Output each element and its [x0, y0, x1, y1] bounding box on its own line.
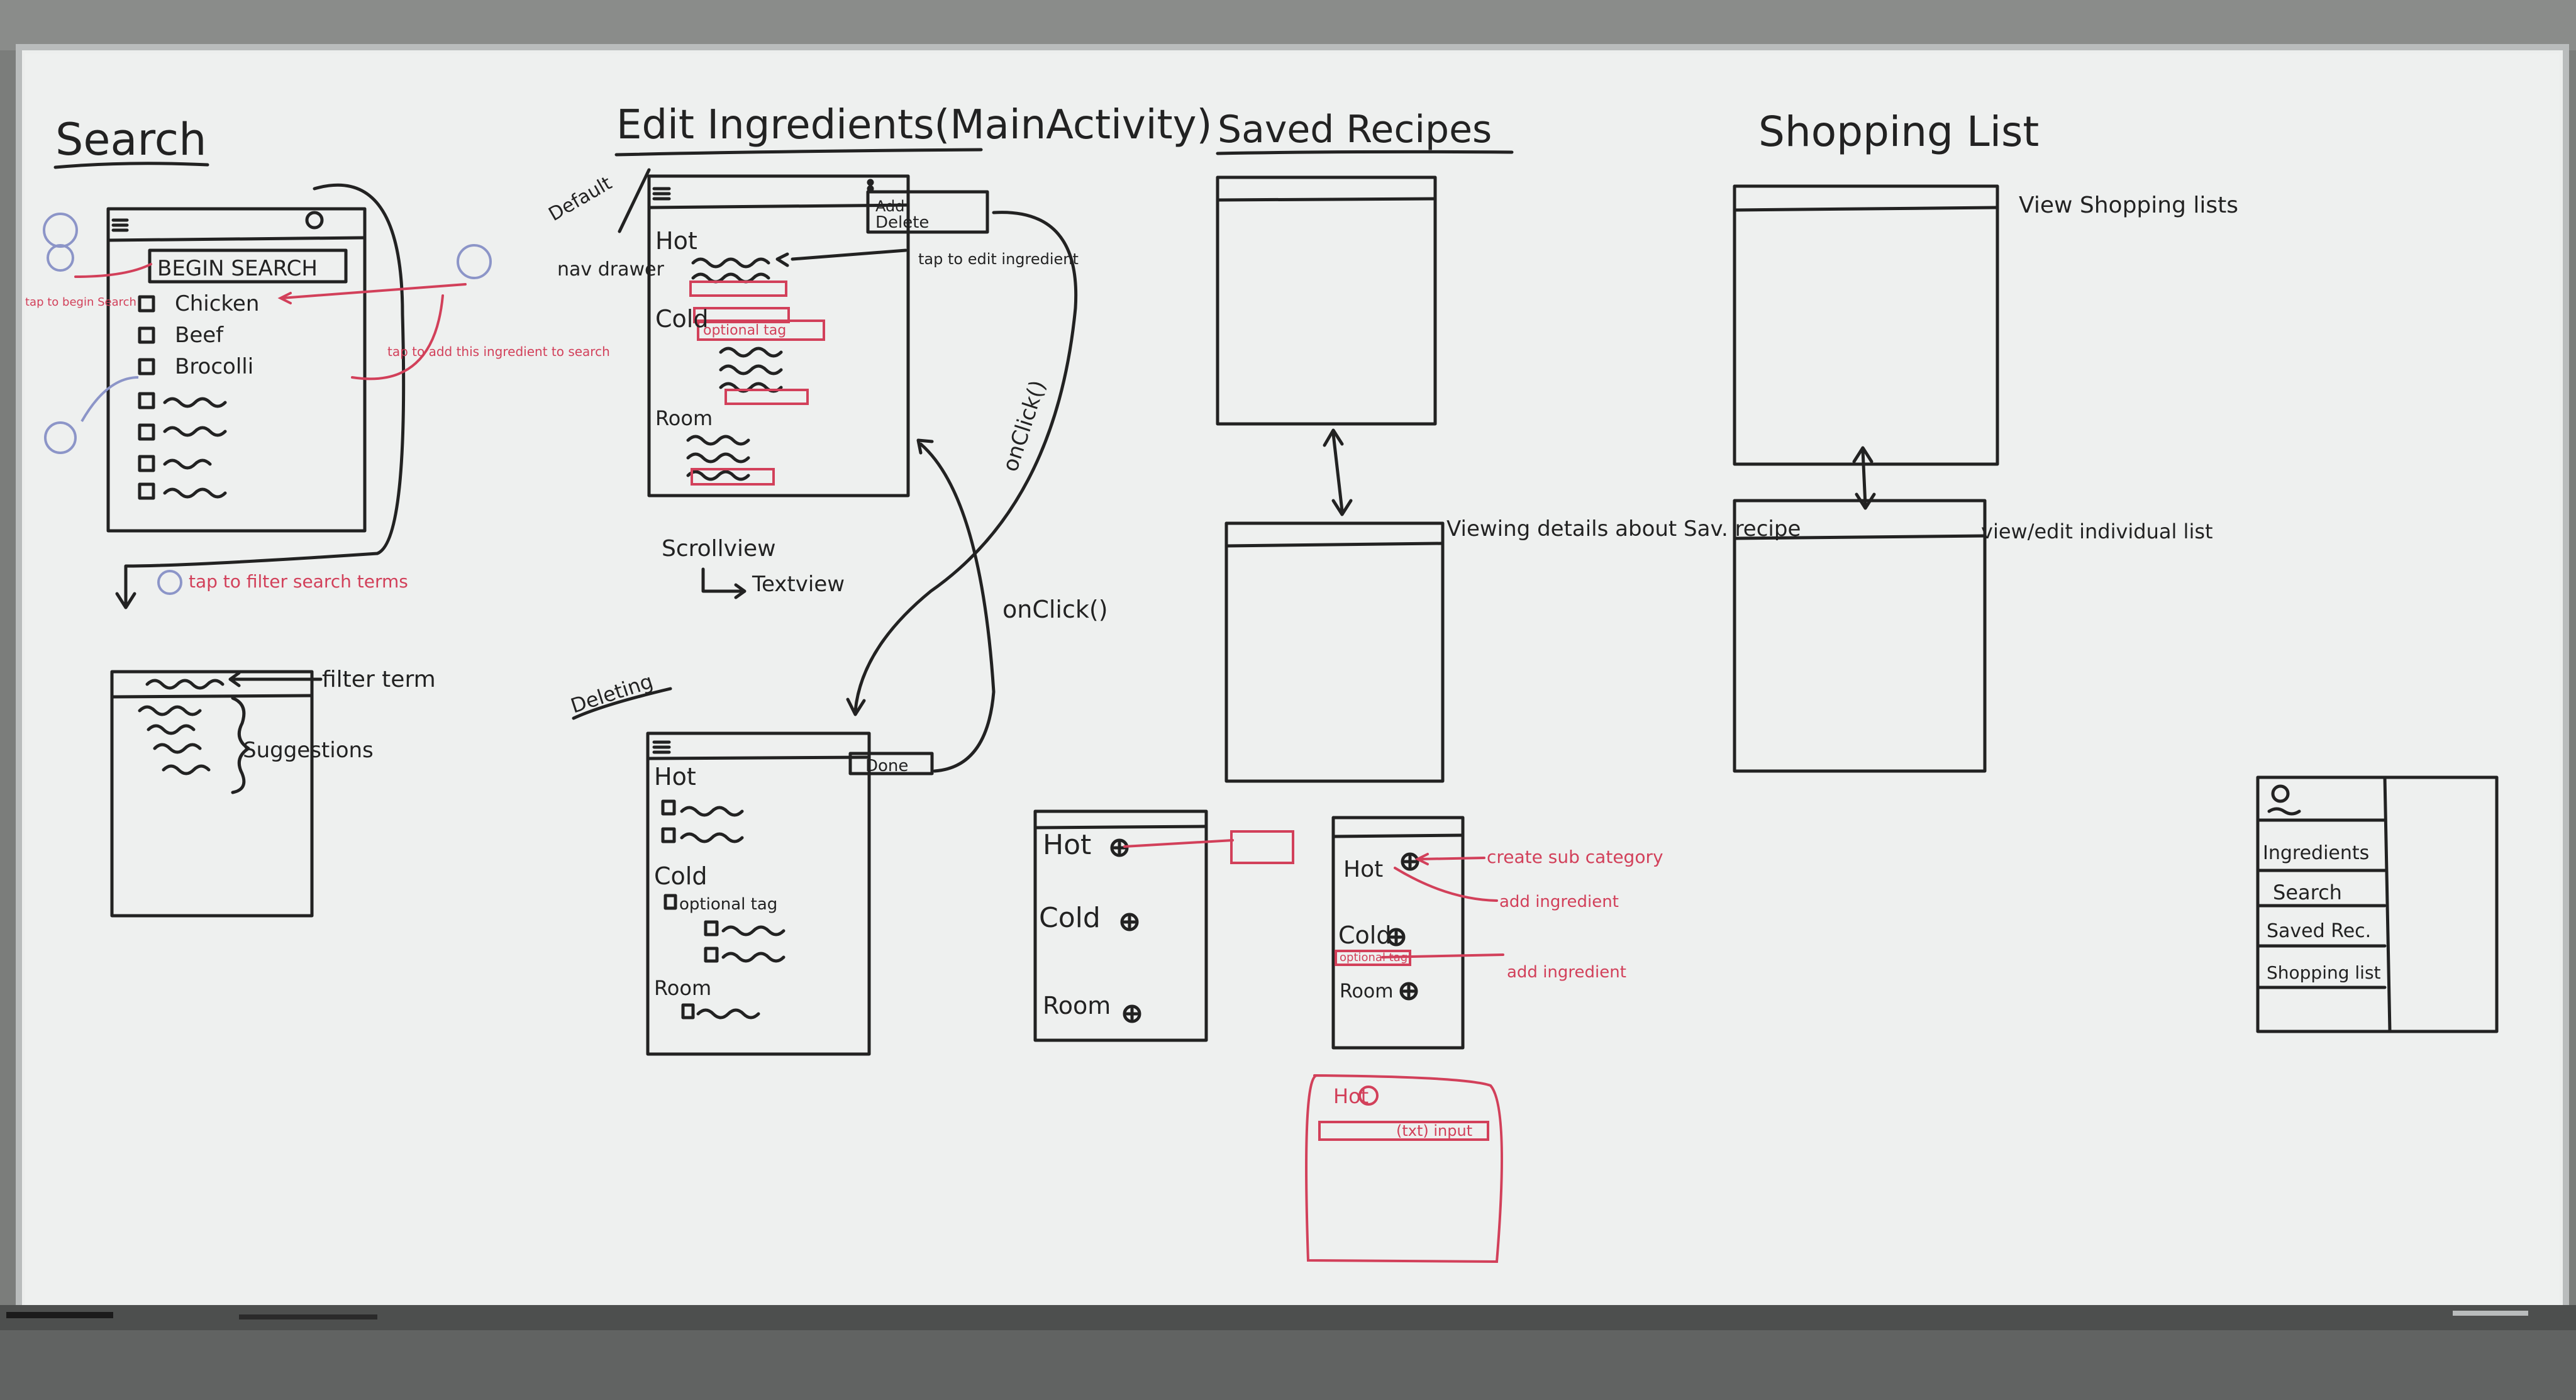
saved-detail-phone — [1224, 521, 1445, 783]
title-shopping-list: Shopping List — [1758, 108, 2039, 156]
category-phone-2 — [1331, 816, 1465, 1050]
done-button — [848, 752, 934, 775]
shopping-lists-phone — [1733, 184, 1999, 466]
textview-label: Textview — [752, 572, 845, 597]
add-delete-menu — [866, 190, 989, 234]
deleting-optional-tag: optional tag — [679, 895, 777, 914]
annotation-filter-term: filter term — [322, 667, 436, 692]
category-cold-1: Cold — [1039, 902, 1101, 934]
add-menu-label: Add — [875, 197, 904, 215]
scrollview-label: Scrollview — [662, 536, 776, 562]
drawer-item-search: Search — [2273, 881, 2342, 904]
edit-category-room: Room — [655, 406, 713, 430]
shopping-detail-phone — [1733, 499, 1987, 773]
add-ingredient-label-1: add ingredient — [1499, 892, 1619, 911]
edit-optional-tag: optional tag — [703, 323, 786, 338]
edit-category-hot: Hot — [655, 227, 697, 255]
begin-search-label: BEGIN SEARCH — [157, 256, 318, 281]
marker-tray — [0, 1305, 2576, 1330]
title-search: Search — [55, 114, 207, 165]
category-optional-tag: optional tag — [1340, 951, 1407, 964]
category-hot-2: Hot — [1343, 857, 1383, 882]
filter-phone-frame — [110, 670, 314, 918]
popup-hot-label: Hot — [1333, 1084, 1368, 1108]
deleting-category-hot: Hot — [654, 763, 696, 791]
annotation-suggestions: Suggestions — [243, 738, 374, 763]
search-phone-frame — [106, 207, 367, 533]
deleting-category-cold: Cold — [654, 862, 707, 890]
category-phone-1 — [1033, 809, 1208, 1042]
create-sub-category-label: create sub category — [1487, 847, 1663, 867]
edit-phone-frame — [647, 174, 910, 497]
search-ingredient-2: Beef — [175, 323, 224, 348]
delete-menu-label: Delete — [875, 213, 929, 232]
search-ingredient-1: Chicken — [175, 291, 259, 316]
onclick-label-2: onClick() — [1002, 596, 1108, 623]
annotation-tap-add: tap to add this ingredient to search — [387, 344, 610, 359]
view-edit-label: view/edit individual list — [1981, 519, 2213, 543]
popup-text-input-label: (txt) input — [1396, 1122, 1472, 1140]
category-room-1: Room — [1043, 992, 1111, 1019]
done-label: Done — [865, 757, 908, 775]
viewing-details-label: Viewing details about Sav. recipe — [1446, 516, 1801, 542]
annotation-tap-filter: tap to filter search terms — [189, 571, 408, 592]
deleting-category-room: Room — [654, 976, 711, 1000]
annotation-tap-begin: tap to begin Search — [25, 296, 136, 309]
add-ingredient-label-2: add ingredient — [1507, 963, 1626, 982]
deleting-phone-frame — [646, 731, 871, 1056]
title-saved-recipes: Saved Recipes — [1218, 108, 1492, 152]
category-room-2: Room — [1340, 981, 1393, 1003]
category-cold-2: Cold — [1338, 921, 1391, 949]
edit-category-cold: Cold — [655, 305, 708, 333]
view-lists-label: View Shopping lists — [2019, 192, 2238, 218]
drawer-item-shopping: Shopping list — [2267, 962, 2381, 983]
tap-edit-label: tap to edit ingredient — [918, 250, 1079, 268]
nav-drawer-label: nav drawer — [557, 258, 664, 281]
drawer-item-ingredients: Ingredients — [2263, 842, 2369, 864]
drawer-item-saved: Saved Rec. — [2267, 920, 2371, 942]
saved-list-phone — [1216, 175, 1437, 426]
title-edit-ingredients: Edit Ingredients(MainActivity) — [616, 102, 1212, 148]
category-hot-1: Hot — [1043, 829, 1091, 861]
search-ingredient-3: Brocolli — [175, 354, 253, 379]
